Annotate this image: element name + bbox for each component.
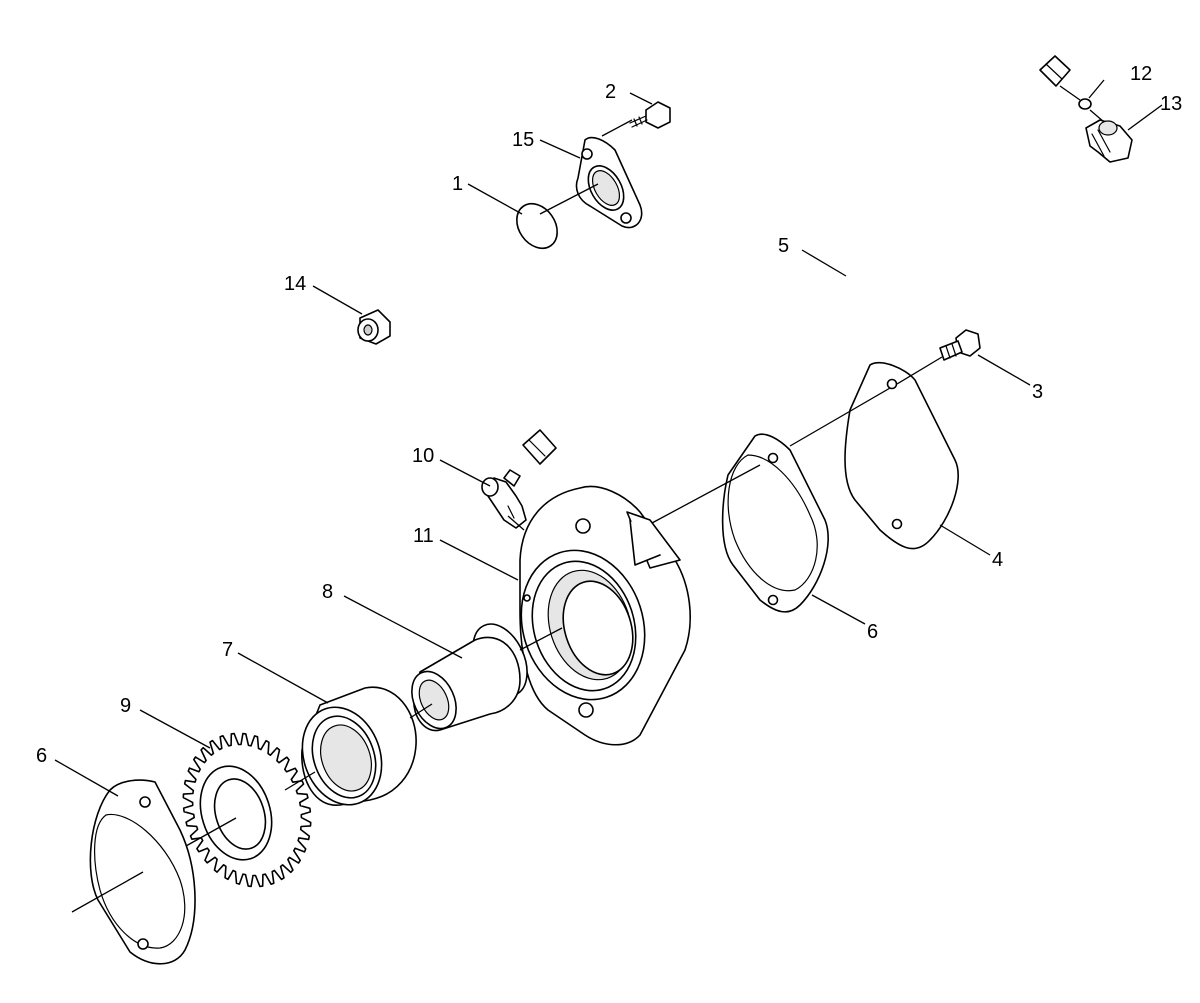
assembly-center-lines — [71, 85, 1105, 913]
callout-7: 7 — [222, 639, 233, 661]
elbow-fitting-lower — [481, 469, 527, 529]
gasket-upper — [721, 433, 829, 613]
pipe-nut-upper — [1039, 55, 1071, 87]
cover-plate — [844, 361, 959, 550]
flange-bolt — [939, 329, 981, 361]
oil-pipe — [522, 43, 1071, 465]
callout-6-lower: 6 — [36, 745, 47, 767]
bearing — [301, 686, 417, 806]
plug — [357, 309, 391, 345]
callout-10: 10 — [412, 445, 434, 467]
callout-8: 8 — [322, 581, 333, 603]
callout-14: 14 — [284, 273, 306, 295]
callout-6-upper: 6 — [867, 621, 878, 643]
callout-4: 4 — [992, 549, 1003, 571]
callout-15: 15 — [512, 129, 534, 151]
pipe-nut-lower — [522, 429, 557, 465]
elbow-fitting-upper — [1085, 119, 1133, 163]
sleeve — [411, 623, 528, 732]
small-bolt — [629, 101, 671, 129]
small-o-ring — [1078, 98, 1092, 110]
gear — [182, 732, 312, 888]
callout-13: 13 — [1160, 93, 1182, 115]
callout-2: 2 — [605, 81, 616, 103]
callout-5: 5 — [778, 235, 789, 257]
callout-labels: 2 15 1 14 5 12 13 3 10 4 11 6 8 7 9 6 — [36, 63, 1182, 767]
bearing-housing — [519, 485, 691, 746]
callout-1: 1 — [452, 173, 463, 195]
callout-9: 9 — [120, 695, 131, 717]
o-ring — [516, 202, 558, 250]
callout-12: 12 — [1130, 63, 1152, 85]
callout-3: 3 — [1032, 381, 1043, 403]
callout-11: 11 — [413, 525, 434, 547]
callout-leaders — [54, 79, 1163, 797]
flange-cover — [575, 136, 643, 229]
